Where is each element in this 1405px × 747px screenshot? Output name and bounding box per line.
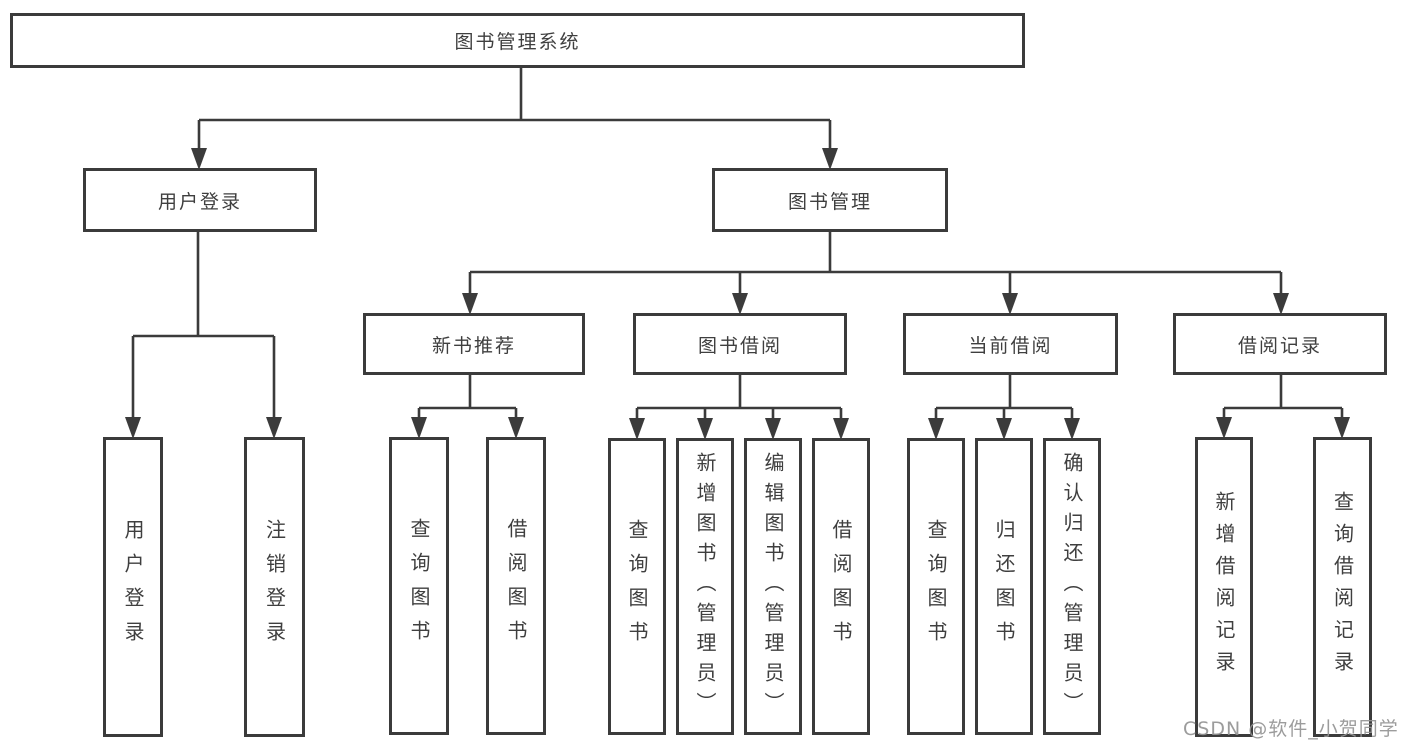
node-current-borrowing: 当前借阅	[903, 313, 1118, 375]
leaf-logout: 注销登录	[244, 437, 305, 737]
leaf-return-books: 归还图书	[975, 438, 1033, 735]
node-user-login: 用户登录	[83, 168, 317, 232]
node-root: 图书管理系统	[10, 13, 1025, 68]
leaf-borrow-books: 借阅图书	[812, 438, 870, 735]
leaf-borrow-query-books-label: 查询图书	[625, 518, 649, 655]
node-borrow-records: 借阅记录	[1173, 313, 1387, 375]
leaf-rec-query-books: 查询图书	[389, 437, 449, 735]
leaf-rec-borrow-books: 借阅图书	[486, 437, 546, 735]
leaf-add-books-admin-label: 新增图书（管理员）	[693, 451, 717, 722]
arrowheads	[125, 148, 1350, 440]
leaf-query-borrow-record-label: 查询借阅记录	[1330, 491, 1355, 683]
csdn-watermark: CSDN @软件_小贺同学	[1183, 718, 1399, 740]
leaf-current-query-books: 查询图书	[907, 438, 965, 735]
leaf-add-borrow-record: 新增借阅记录	[1195, 437, 1253, 737]
node-new-book-recommend-label: 新书推荐	[431, 334, 516, 357]
leaf-query-borrow-record: 查询借阅记录	[1313, 437, 1372, 737]
leaf-user-login: 用户登录	[103, 437, 163, 737]
leaf-confirm-return-admin: 确认归还（管理员）	[1043, 438, 1101, 735]
node-borrow-records-label: 借阅记录	[1237, 334, 1322, 357]
leaf-add-books-admin: 新增图书（管理员）	[676, 438, 734, 735]
leaf-borrow-books-label: 借阅图书	[829, 518, 853, 655]
node-book-management-label: 图书管理	[787, 190, 872, 213]
leaf-current-query-books-label: 查询图书	[924, 518, 948, 655]
leaf-confirm-return-admin-label: 确认归还（管理员）	[1060, 451, 1084, 722]
leaf-edit-books-admin: 编辑图书（管理员）	[744, 438, 802, 735]
leaf-rec-query-books-label: 查询图书	[407, 518, 431, 654]
leaf-user-login-label: 用户登录	[121, 519, 145, 655]
leaf-return-books-label: 归还图书	[992, 518, 1016, 655]
node-book-borrowing: 图书借阅	[633, 313, 847, 375]
node-root-label: 图书管理系统	[454, 31, 581, 53]
node-book-borrowing-label: 图书借阅	[697, 334, 782, 357]
leaf-edit-books-admin-label: 编辑图书（管理员）	[761, 451, 785, 722]
node-new-book-recommend: 新书推荐	[363, 313, 585, 375]
leaf-rec-borrow-books-label: 借阅图书	[504, 518, 528, 654]
node-user-login-label: 用户登录	[157, 190, 242, 213]
leaf-logout-label: 注销登录	[262, 519, 287, 655]
leaf-borrow-query-books: 查询图书	[608, 438, 666, 735]
node-current-borrowing-label: 当前借阅	[968, 334, 1053, 357]
leaf-add-borrow-record-label: 新增借阅记录	[1212, 491, 1236, 683]
node-book-management: 图书管理	[712, 168, 948, 232]
